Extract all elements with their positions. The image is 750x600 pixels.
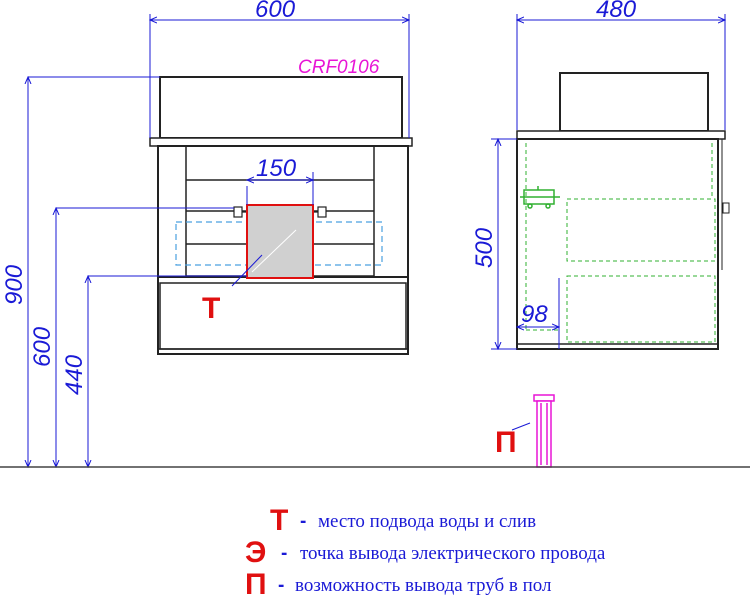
height-440-label: 440 — [61, 354, 88, 395]
height-600-label: 600 — [29, 326, 56, 367]
legend-symbol-t: Т — [270, 504, 288, 537]
legend-separator-e: - — [281, 543, 287, 564]
legend-text-e: точка вывода электрического провода — [300, 543, 606, 564]
front-bottom-shelf — [159, 282, 407, 350]
front-basin — [159, 76, 403, 139]
legend-item-t: Т - место подвода воды и слив — [270, 504, 536, 537]
basin-width-label: 150 — [256, 155, 297, 182]
side-offset-label: 98 — [521, 301, 548, 328]
legend-symbol-e: Э — [245, 536, 266, 569]
front-width-dimension: 600 CRF0106 — [150, 0, 409, 138]
legend-separator-t: - — [300, 511, 306, 532]
marker-p: П — [495, 426, 517, 459]
model-code-label: CRF0106 — [298, 57, 380, 78]
legend-symbol-p: П — [245, 568, 267, 600]
legend: Т - место подвода воды и слив Э - точка … — [245, 504, 606, 600]
side-view: 480 500 — [471, 0, 730, 350]
hidden-parts — [525, 143, 716, 343]
side-depth-label: 480 — [596, 0, 637, 23]
legend-text-t: место подвода воды и слив — [318, 511, 536, 532]
height-900-label: 900 — [1, 264, 28, 305]
front-countertop — [149, 137, 413, 147]
side-countertop — [516, 130, 726, 140]
height-dimensions: 900 600 440 — [1, 77, 247, 467]
legend-item-e: Э - точка вывода электрического провода — [245, 536, 606, 569]
floor-pipe-icon — [533, 394, 555, 468]
side-siphon-icon — [520, 186, 560, 209]
front-width-label: 600 — [255, 0, 296, 23]
side-height-label: 500 — [471, 227, 498, 268]
legend-text-p: возможность вывода труб в пол — [295, 575, 552, 596]
marker-t: Т — [202, 292, 220, 325]
front-view: 150 Т — [149, 76, 413, 355]
legend-item-p: П - возможность вывода труб в пол — [245, 568, 552, 600]
side-basin — [559, 72, 709, 132]
legend-separator-p: - — [278, 575, 284, 596]
